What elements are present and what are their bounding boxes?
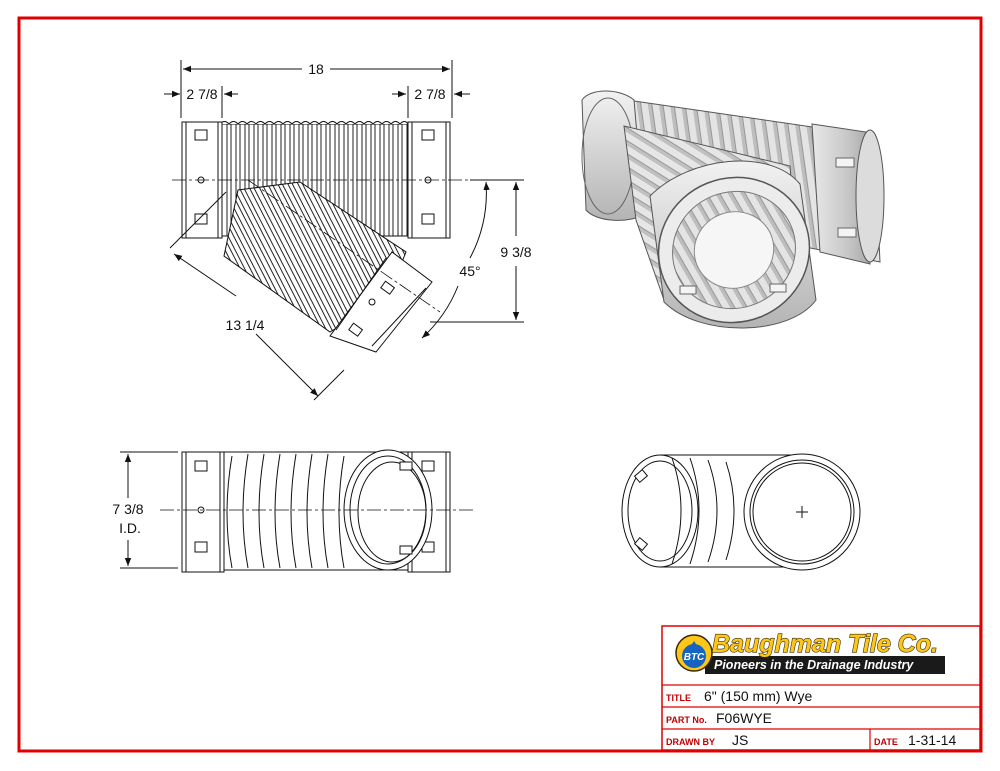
btc-badge-text: BTC <box>684 652 705 663</box>
date-value: 1-31-14 <box>908 732 956 748</box>
part-label: PART No. <box>666 715 707 725</box>
title-block: BTC Baughman Tile Co. Pioneers in the Dr… <box>661 625 981 751</box>
dim-right-hub: 2 7/8 <box>414 86 445 102</box>
company-logo: BTC Baughman Tile Co. Pioneers in the Dr… <box>675 629 945 674</box>
drawn-value: JS <box>732 732 748 748</box>
front-dimensions <box>164 60 524 401</box>
dim-id-value: 7 3/8 <box>112 501 143 517</box>
main-body-top-edge <box>219 121 409 125</box>
date-label: DATE <box>874 737 898 747</box>
title-label: TITLE <box>666 693 691 703</box>
dim-left-hub: 2 7/8 <box>186 86 217 102</box>
front-view <box>172 121 470 353</box>
dim-branch-length: 13 1/4 <box>226 317 265 333</box>
drawn-label: DRAWN BY <box>666 737 715 747</box>
dim-angle: 45° <box>459 263 480 279</box>
isometric-view <box>581 90 885 329</box>
side-view <box>120 449 474 573</box>
part-value: F06WYE <box>716 710 772 726</box>
company-name: Baughman Tile Co. <box>712 630 938 658</box>
sheet-border <box>17 16 983 753</box>
dim-id-label: I.D. <box>119 520 141 536</box>
company-tagline: Pioneers in the Drainage Industry <box>714 658 914 672</box>
dim-overall-length: 18 <box>308 61 324 77</box>
iso-right-opening <box>855 129 885 263</box>
dim-height: 9 3/8 <box>500 244 531 260</box>
title-value: 6" (150 mm) Wye <box>704 688 813 704</box>
end-view <box>621 453 861 571</box>
